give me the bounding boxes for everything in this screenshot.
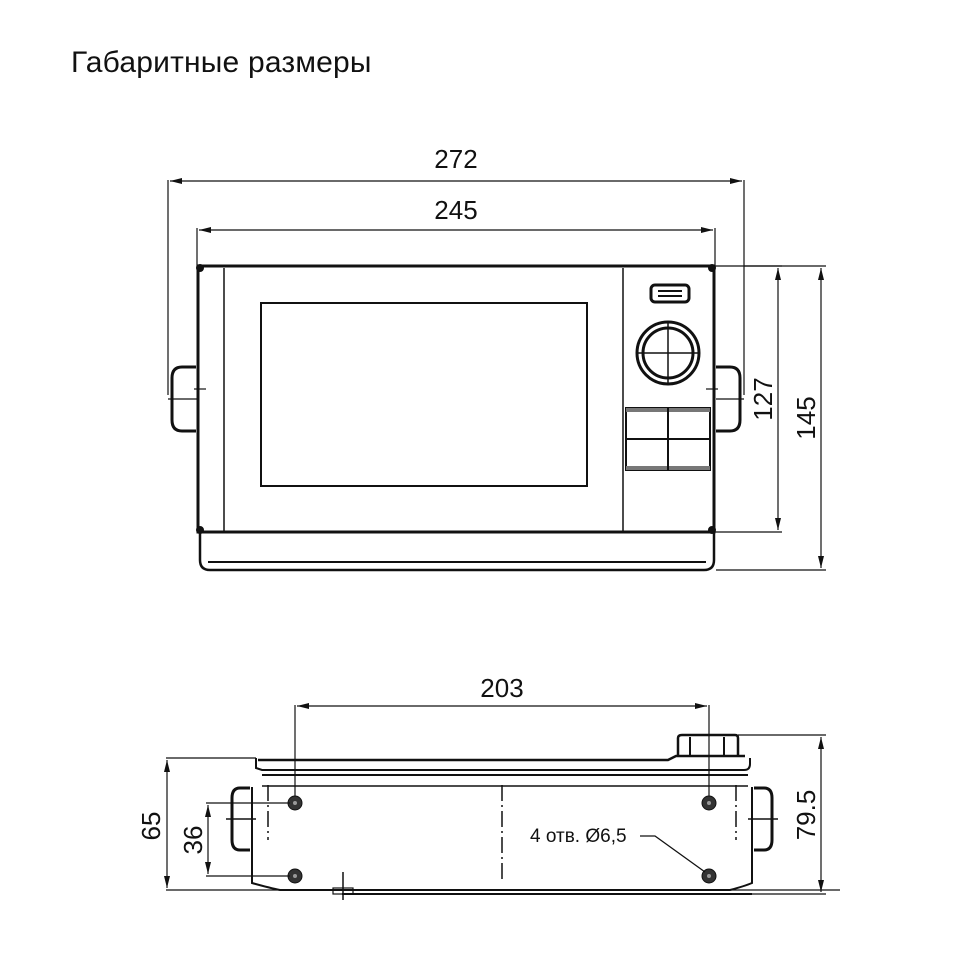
display-screen [260, 302, 588, 487]
hole-note-callout: 4 отв. Ø6,5 [530, 826, 706, 873]
bottom-view: 203 [136, 673, 840, 900]
usb-port-icon [649, 283, 691, 304]
dim-label-127: 127 [748, 377, 778, 420]
page-title: Габаритные размеры [71, 46, 372, 79]
dimension-overall-depth: 79.5 [738, 734, 826, 895]
dimension-overall-width: 272 [167, 144, 745, 395]
hole-note-label: 4 отв. Ø6,5 [530, 826, 627, 847]
dim-label-145: 145 [791, 396, 821, 439]
round-connector-icon [635, 320, 701, 386]
right-mount-bracket [706, 365, 744, 433]
top-connector-icon [676, 733, 740, 756]
left-mount-bracket [168, 365, 206, 433]
dimension-height: 65 [136, 757, 256, 891]
dim-label-203: 203 [480, 673, 523, 703]
dim-label-79-5: 79.5 [791, 790, 821, 841]
mounting-hole-icon [287, 795, 717, 884]
dim-label-245: 245 [434, 195, 477, 225]
dim-label-272: 272 [434, 144, 477, 174]
dim-label-65: 65 [136, 812, 166, 841]
right-side-bracket [748, 786, 778, 852]
dim-label-36: 36 [178, 826, 208, 855]
front-view: 272 245 [167, 144, 826, 572]
dimension-body-height: 127 [714, 265, 782, 533]
dimension-hole-spacing-horizontal: 203 [294, 673, 710, 803]
housing-outline [196, 264, 716, 534]
dimension-overall-height: 145 [716, 265, 826, 571]
dimension-hole-spacing-vertical: 36 [178, 802, 290, 877]
dimension-body-width: 245 [196, 195, 716, 268]
left-side-bracket [226, 786, 256, 852]
keypad-icon [625, 407, 711, 471]
